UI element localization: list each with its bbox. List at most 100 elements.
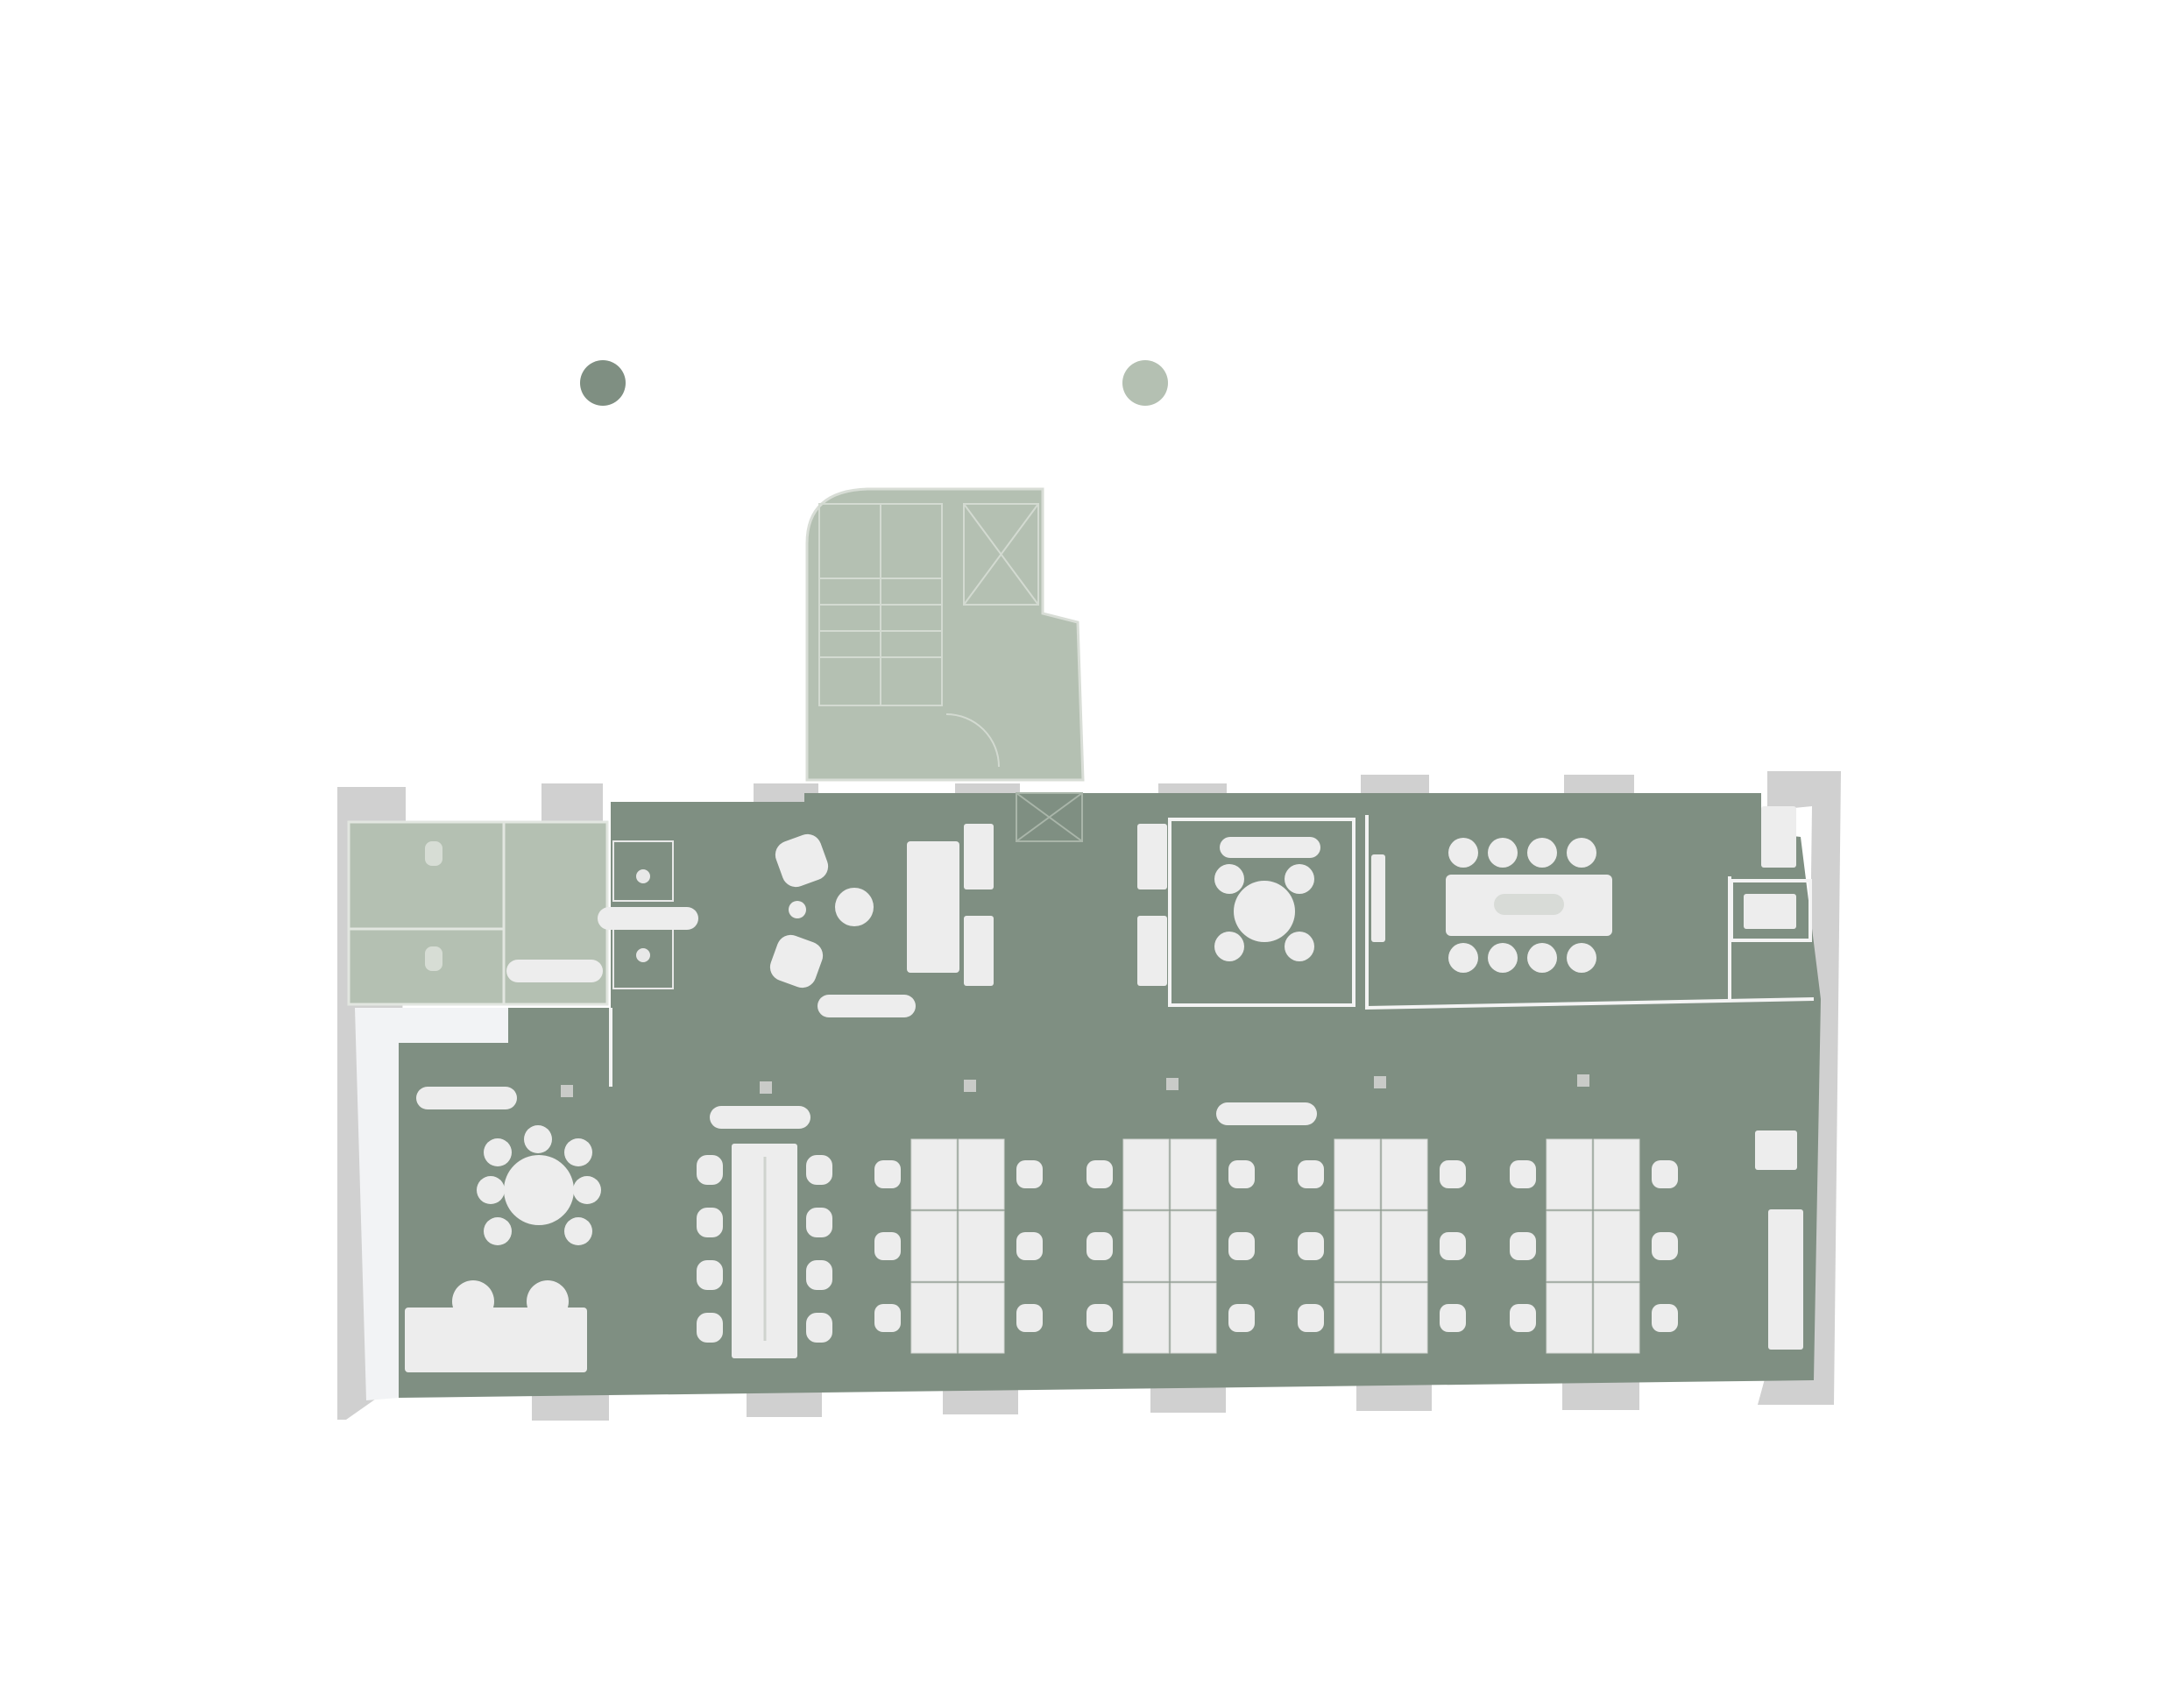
table-inset xyxy=(1494,894,1564,915)
desk xyxy=(1381,1138,1428,1210)
chair xyxy=(524,1125,552,1153)
desk xyxy=(1334,1282,1381,1354)
chair xyxy=(1527,943,1557,973)
stool xyxy=(789,901,806,918)
restroom-block xyxy=(347,820,609,1006)
desk xyxy=(1593,1138,1640,1210)
chair xyxy=(697,1313,723,1343)
round-table xyxy=(504,1155,574,1225)
stool xyxy=(527,1280,569,1322)
desk xyxy=(1546,1282,1593,1354)
office-chair xyxy=(1228,1232,1255,1260)
office-chair xyxy=(1652,1232,1678,1260)
bench xyxy=(506,960,603,982)
office-chair xyxy=(1086,1304,1113,1332)
sink-icon xyxy=(636,948,650,962)
chair xyxy=(484,1138,512,1166)
meeting-room-small xyxy=(1214,837,1320,961)
columns xyxy=(561,1074,1589,1097)
desk xyxy=(1122,1210,1170,1282)
bench xyxy=(416,1087,517,1109)
desk xyxy=(910,1210,958,1282)
bench xyxy=(710,1106,810,1129)
stair-lines xyxy=(818,503,1039,768)
office-chair xyxy=(1440,1232,1466,1260)
office-chair xyxy=(1510,1232,1536,1260)
office-chair xyxy=(1016,1160,1043,1188)
desk xyxy=(958,1282,1005,1354)
chair xyxy=(564,1217,592,1245)
desk xyxy=(910,1282,958,1354)
chair xyxy=(477,1176,505,1204)
office-chair xyxy=(1298,1160,1324,1188)
armchair xyxy=(769,934,824,989)
office-chair xyxy=(1440,1304,1466,1332)
workstation-clusters xyxy=(874,1138,1678,1354)
desk xyxy=(958,1210,1005,1282)
legend-dot-core xyxy=(1122,360,1168,406)
cabinet xyxy=(964,824,994,889)
cabinet xyxy=(1744,894,1796,929)
office-chair xyxy=(1298,1304,1324,1332)
chair xyxy=(697,1155,723,1185)
counter xyxy=(598,907,698,930)
chair xyxy=(1567,943,1596,973)
office-chair xyxy=(1440,1160,1466,1188)
armchair xyxy=(775,833,829,888)
office-chair xyxy=(874,1160,901,1188)
bench xyxy=(818,995,916,1017)
chair xyxy=(484,1217,512,1245)
chair xyxy=(1448,838,1478,868)
desk xyxy=(958,1138,1005,1210)
partitions xyxy=(609,815,1815,1087)
office-chair xyxy=(1652,1160,1678,1188)
breakout-round-table xyxy=(405,1087,601,1372)
desk xyxy=(1381,1282,1428,1354)
office-chair xyxy=(874,1304,901,1332)
sink-icon xyxy=(636,869,650,883)
desk xyxy=(910,1138,958,1210)
toilet-icon xyxy=(425,841,442,866)
chair xyxy=(697,1260,723,1290)
office-chair xyxy=(1016,1304,1043,1332)
sofa xyxy=(907,841,959,973)
desk xyxy=(1170,1138,1217,1210)
bench xyxy=(1220,837,1320,858)
office-chair xyxy=(1228,1304,1255,1332)
chair xyxy=(1448,943,1478,973)
desk xyxy=(1170,1210,1217,1282)
chair xyxy=(806,1208,832,1237)
chair xyxy=(564,1138,592,1166)
desk xyxy=(1593,1210,1640,1282)
corridor-strip xyxy=(399,1008,508,1043)
desk xyxy=(1546,1138,1593,1210)
chair xyxy=(573,1176,601,1204)
chair xyxy=(1488,838,1518,868)
chair xyxy=(1214,932,1244,961)
sofa xyxy=(405,1308,587,1372)
chair xyxy=(1527,838,1557,868)
office-chair xyxy=(1510,1304,1536,1332)
entry-zone xyxy=(1016,792,1083,842)
chair xyxy=(1488,943,1518,973)
stool xyxy=(452,1280,494,1322)
lounge xyxy=(769,824,994,1017)
round-table xyxy=(1234,881,1295,942)
legend-dot-office xyxy=(580,360,626,406)
office-chair xyxy=(1016,1232,1043,1260)
chair xyxy=(1285,932,1314,961)
side-table xyxy=(835,888,874,926)
chair xyxy=(1285,864,1314,894)
office-chair xyxy=(1086,1232,1113,1260)
chair xyxy=(1214,864,1244,894)
core-stairs-lift xyxy=(805,487,1085,782)
desk xyxy=(1170,1282,1217,1354)
boardroom xyxy=(1371,838,1796,973)
chair xyxy=(806,1260,832,1290)
office-chair xyxy=(874,1232,901,1260)
chair xyxy=(806,1313,832,1343)
office-chair xyxy=(1086,1160,1113,1188)
desk xyxy=(1334,1210,1381,1282)
chair xyxy=(697,1208,723,1237)
